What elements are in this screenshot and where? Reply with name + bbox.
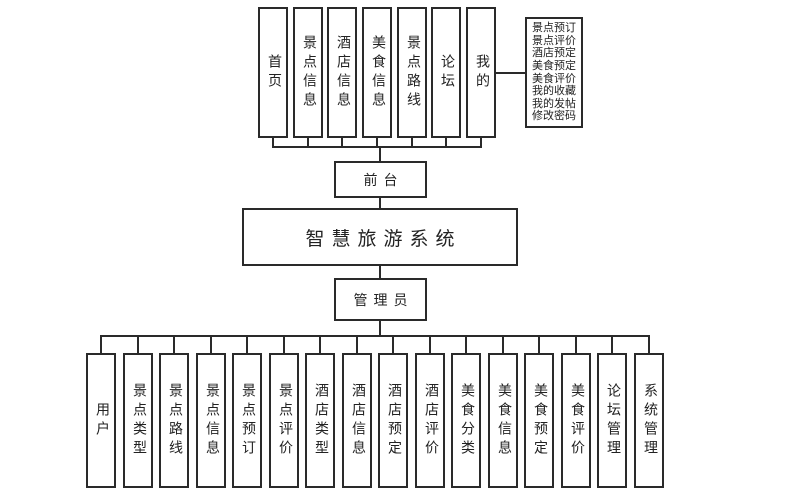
front-module-hotel-info-label: 酒店信息: [335, 34, 350, 111]
admin-module-scenic-booking-label: 景点预订: [240, 382, 255, 459]
admin-module-forum-mgmt: 论坛管理: [597, 353, 627, 488]
my-detail-line: 景点评价: [532, 34, 576, 47]
admin-module-scenic-info-label: 景点信息: [204, 382, 219, 459]
front-module-my: 我的: [466, 7, 496, 138]
connector-stub: [319, 335, 321, 353]
my-detail-line: 美食预定: [532, 59, 576, 72]
connector-root-to-admin: [379, 266, 381, 278]
root-system-box: 智慧旅游系统: [242, 208, 518, 266]
front-module-scenic-info: 景点信息: [293, 7, 323, 138]
connector-stub: [356, 335, 358, 353]
connector-stub: [429, 335, 431, 353]
front-module-hotel-info: 酒店信息: [327, 7, 357, 138]
my-detail-line: 美食评价: [532, 72, 576, 85]
front-module-food-info: 美食信息: [362, 7, 392, 138]
connector-stub: [502, 335, 504, 353]
admin-module-hotel-info-label: 酒店信息: [350, 382, 365, 459]
admin-module-scenic-route: 景点路线: [159, 353, 189, 488]
connector-stub: [392, 335, 394, 353]
admin-module-food-booking: 美食预定: [524, 353, 554, 488]
admin-module-food-info: 美食信息: [488, 353, 518, 488]
connector-stub: [575, 335, 577, 353]
admin-module-scenic-review-label: 景点评价: [277, 382, 292, 459]
admin-module-system-mgmt-label: 系统管理: [642, 382, 657, 459]
connector-stub: [465, 335, 467, 353]
connector-stub: [376, 137, 378, 147]
connector-admin-to-bus: [379, 321, 381, 337]
admin-module-scenic-review: 景点评价: [269, 353, 299, 488]
admin-module-hotel-booking-label: 酒店预定: [386, 382, 401, 459]
admin-module-user-label: 用户: [94, 401, 109, 440]
admin-module-food-review-label: 美食评价: [569, 382, 584, 459]
admin-module-food-category-label: 美食分类: [459, 382, 474, 459]
connector-stub: [538, 335, 540, 353]
frontdesk-label: 前台: [363, 173, 404, 189]
connector-top-bus: [272, 146, 482, 148]
my-detail-line: 修改密码: [532, 110, 576, 123]
admin-module-user: 用户: [86, 353, 116, 488]
connector-stub: [137, 335, 139, 353]
front-module-home-label: 首页: [266, 53, 281, 92]
connector-stub: [445, 137, 447, 147]
connector-stub: [411, 137, 413, 147]
front-module-scenic-info-label: 景点信息: [301, 34, 316, 111]
connector-bottom-bus: [100, 335, 650, 337]
connector-stub: [341, 137, 343, 147]
admin-module-hotel-type-label: 酒店类型: [313, 382, 328, 459]
admin-module-scenic-booking: 景点预订: [232, 353, 262, 488]
front-module-my-label: 我的: [474, 53, 489, 92]
admin-module-hotel-type: 酒店类型: [305, 353, 335, 488]
my-detail-line: 景点预订: [532, 22, 576, 35]
admin-module-hotel-booking: 酒店预定: [378, 353, 408, 488]
connector-stub: [648, 335, 650, 353]
admin-module-hotel-review-label: 酒店评价: [423, 382, 438, 459]
connector-frontdesk-to-root: [379, 198, 381, 209]
admin-module-scenic-type-label: 景点类型: [131, 382, 146, 459]
root-system-title: 智慧旅游系统: [305, 228, 462, 250]
admin-module-food-review: 美食评价: [561, 353, 591, 488]
connector-stub: [272, 137, 274, 147]
connector-stub: [246, 335, 248, 353]
admin-module-food-booking-label: 美食预定: [532, 382, 547, 459]
admin-module-scenic-type: 景点类型: [123, 353, 153, 488]
admin-label: 管理员: [353, 293, 414, 309]
my-detail-line: 我的收藏: [532, 85, 576, 98]
connector-stub: [283, 335, 285, 353]
admin-module-hotel-info: 酒店信息: [342, 353, 372, 488]
front-module-forum-label: 论坛: [439, 53, 454, 92]
admin-module-scenic-info: 景点信息: [196, 353, 226, 488]
my-module-detail-box: 景点预订 景点评价 酒店预定 美食预定 美食评价 我的收藏 我的发帖 修改密码: [525, 17, 583, 128]
admin-module-scenic-route-label: 景点路线: [167, 382, 182, 459]
front-module-scenic-route-label: 景点路线: [405, 34, 420, 111]
front-module-home: 首页: [258, 7, 288, 138]
connector-stub: [307, 137, 309, 147]
connector-stub: [173, 335, 175, 353]
frontdesk-box: 前台: [334, 161, 427, 198]
admin-module-food-category: 美食分类: [451, 353, 481, 488]
connector-stub: [480, 137, 482, 147]
connector-stub: [210, 335, 212, 353]
connector-bus-to-frontdesk: [379, 146, 381, 162]
connector-stub: [611, 335, 613, 353]
connector-my-to-detail: [496, 72, 525, 74]
admin-module-food-info-label: 美食信息: [496, 382, 511, 459]
admin-module-forum-mgmt-label: 论坛管理: [605, 382, 620, 459]
my-detail-line: 酒店预定: [532, 47, 576, 60]
admin-box: 管理员: [334, 278, 427, 321]
admin-module-hotel-review: 酒店评价: [415, 353, 445, 488]
front-module-scenic-route: 景点路线: [397, 7, 427, 138]
admin-module-system-mgmt: 系统管理: [634, 353, 664, 488]
my-detail-line: 我的发帖: [532, 97, 576, 110]
front-module-food-info-label: 美食信息: [370, 34, 385, 111]
connector-stub: [100, 335, 102, 353]
front-module-forum: 论坛: [431, 7, 461, 138]
